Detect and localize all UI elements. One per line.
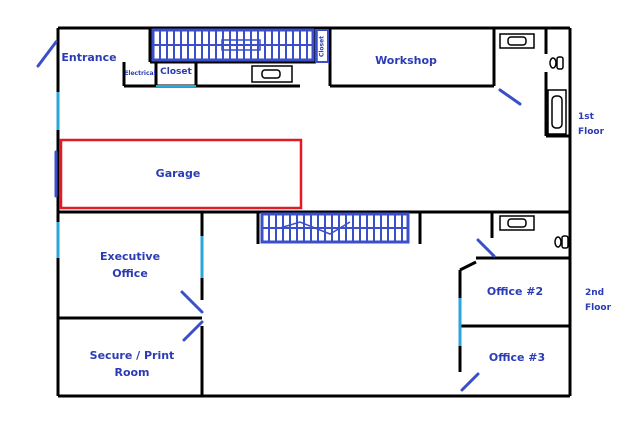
floor-label-first: 1st Floor — [578, 110, 628, 140]
room-label-closet: Closet — [160, 67, 192, 77]
secure-print-line2: Room — [114, 366, 150, 379]
floor-label-second: 2nd Floor — [585, 286, 635, 316]
bathtub-icon — [547, 89, 567, 135]
door-swing-icon — [36, 40, 522, 392]
garage-outline — [59, 138, 303, 210]
toilet-icon — [549, 56, 569, 249]
executive-office-line2: Office — [112, 267, 148, 280]
room-label-executive-office: Executive Office — [82, 248, 178, 282]
secure-print-line1: Secure / Print — [89, 349, 175, 362]
room-label-garage: Garage — [155, 167, 201, 180]
floor-second-line1: 2nd — [585, 288, 605, 298]
executive-office-line1: Executive — [99, 250, 161, 263]
room-label-secure-print: Secure / Print Room — [70, 347, 194, 381]
room-label-electrical: Electrical — [124, 70, 156, 77]
room-label-workshop: Workshop — [375, 54, 437, 67]
room-label-entrance: Entrance — [61, 51, 117, 64]
room-label-office3: Office #3 — [488, 351, 546, 364]
sink-icon — [251, 33, 535, 231]
closet-outline — [315, 29, 329, 63]
stairs-icon — [260, 212, 410, 244]
outer-walls — [56, 26, 572, 398]
window-icon — [56, 85, 462, 346]
room-label-closet-vertical: Closet — [318, 35, 326, 58]
room-label-office2: Office #2 — [486, 285, 544, 298]
floor-second-line2: Floor — [585, 303, 612, 313]
floor-first-line1: 1st — [578, 112, 594, 122]
stairs-icon — [151, 28, 315, 62]
floor-first-line2: Floor — [578, 127, 605, 137]
interior-walls — [58, 28, 570, 396]
